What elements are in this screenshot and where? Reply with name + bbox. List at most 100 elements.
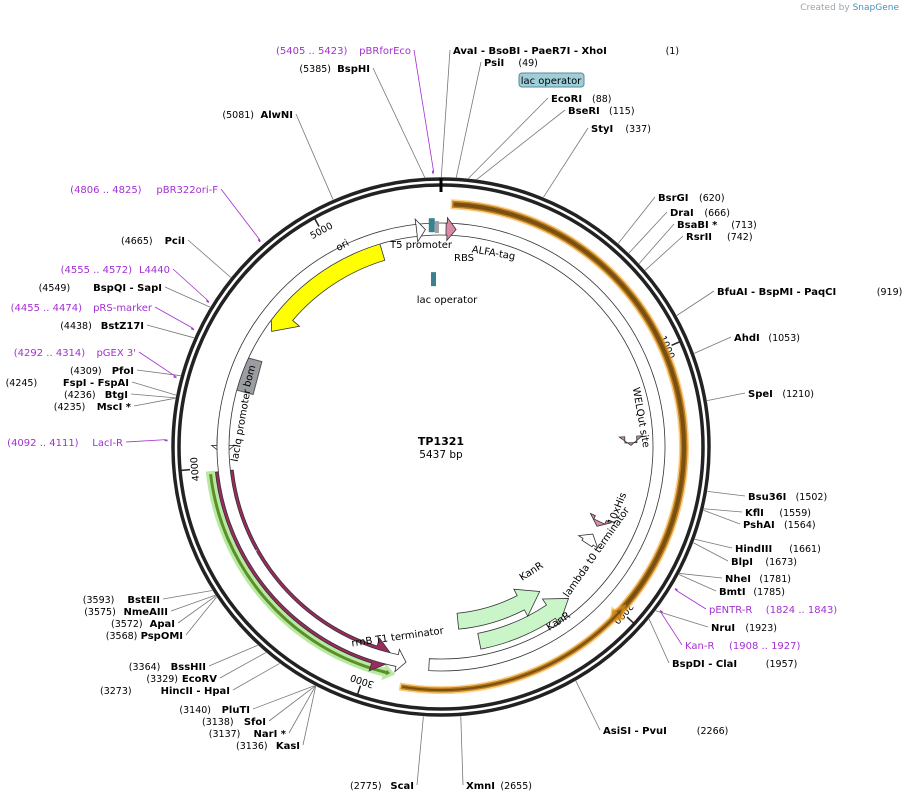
enzyme-site-bsu36i: Bsu36I(1502) <box>748 492 827 503</box>
enzyme-position: (2775) <box>350 781 382 792</box>
enzyme-site-pcii: PciI (4665) <box>121 236 185 247</box>
enzyme-site-sfoi: SfoI(3138) <box>202 717 266 728</box>
enzyme-name: BspDI - ClaI <box>672 659 737 670</box>
enzyme-name: HindIII <box>735 544 772 555</box>
enzyme-name: ScaI <box>390 781 414 792</box>
primer-range: (4292 .. 4314) <box>14 348 86 359</box>
orf-reverse-arrow <box>398 604 627 694</box>
enzyme-leader <box>146 324 195 339</box>
enzyme-leader <box>232 663 280 691</box>
primer-leader <box>220 188 261 241</box>
primer-binding-mark <box>206 299 210 303</box>
enzyme-site-bseri: BseRI(115) <box>568 106 635 117</box>
tick-label-5000: 5000 <box>308 221 334 242</box>
enzyme-site-bspdi-clai: BspDI - ClaI(1957) <box>672 659 797 670</box>
enzyme-position: (4665) <box>121 236 153 247</box>
enzyme-name: FspI - FspAI <box>63 378 129 389</box>
feature-lac-operator-2 <box>431 272 437 287</box>
feature-rbs <box>434 221 439 234</box>
enzyme-leader <box>133 397 176 407</box>
feature-kanr-2 <box>456 588 541 630</box>
primer-range: (4455 .. 4474) <box>11 303 83 314</box>
primer-pgex-3: pGEX 3' (4292 .. 4314) <box>14 348 136 359</box>
primer-range: (4092 .. 4111) <box>7 438 79 449</box>
primer-name: pGEX 3' <box>96 348 136 359</box>
enzyme-name: PluTI <box>222 705 250 716</box>
enzyme-position: (3575) <box>84 607 116 618</box>
enzyme-site-psii: PsiI(49) <box>484 58 538 69</box>
enzyme-position: (3568) <box>106 631 138 642</box>
enzyme-site-nrui: NruI (1923) <box>711 623 777 634</box>
enzyme-position: (3136) <box>236 741 268 752</box>
primer-range: (4806 .. 4825) <box>70 185 142 196</box>
enzyme-position: (666) <box>704 208 730 219</box>
primer-leader <box>675 589 707 610</box>
lac-operator-inner-label: lac operator <box>417 295 478 306</box>
enzyme-site-nhei: NheI(1781) <box>725 574 791 585</box>
plasmid-name: TP1321 <box>418 435 464 448</box>
enzyme-site-ahdi: AhdI(1053) <box>734 333 800 344</box>
enzyme-leader <box>638 223 675 264</box>
enzyme-site-styi: StyI(337) <box>591 124 651 135</box>
enzyme-leader <box>694 336 732 354</box>
enzyme-position: (337) <box>625 124 651 135</box>
enzyme-site-bmti: BmtI (1785) <box>719 587 785 598</box>
enzyme-position: (1785) <box>753 587 785 598</box>
enzyme-position: (620) <box>699 193 725 204</box>
primer-range: (1824 .. 1843) <box>766 605 838 616</box>
enzyme-site-ecorv: EcoRV(3329) <box>146 674 217 685</box>
enzyme-position: (1923) <box>745 623 777 634</box>
enzyme-site-asisi-pvui: AsiSI - PvuI(2266) <box>603 726 728 737</box>
enzyme-site-apai: ApaI(3572) <box>111 619 175 630</box>
enzyme-leader <box>208 644 258 667</box>
enzyme-position: (3329) <box>146 674 178 685</box>
enzyme-name: SpeI <box>748 389 773 400</box>
enzyme-name: BmtI <box>719 587 746 598</box>
enzyme-position: (2655) <box>500 781 532 792</box>
enzyme-position: (3138) <box>202 717 234 728</box>
enzyme-position: (1781) <box>759 574 791 585</box>
enzyme-position: (4309) <box>70 366 102 377</box>
enzyme-position: (3137) <box>209 729 241 740</box>
feature-10xhis <box>589 512 613 527</box>
enzyme-position: (1) <box>666 46 679 57</box>
feature-label-rbs-12: RBS <box>454 253 474 264</box>
enzyme-name: BfuAI - BspMI - PaqCI <box>717 287 836 298</box>
primer-pbrforeco: pBRforEco(5405 .. 5423) <box>276 46 411 57</box>
enzyme-leader <box>440 49 451 178</box>
feature-lambda-t0-terminator <box>577 533 599 549</box>
enzyme-name: AsiSI - PvuI <box>603 726 667 737</box>
enzyme-site-spei: SpeI(1210) <box>748 389 814 400</box>
enzyme-site-bstz17i: BstZ17I(4438) <box>60 321 144 332</box>
enzyme-position: (1673) <box>765 557 797 568</box>
enzyme-name: PciI <box>165 236 185 247</box>
enzyme-site-avai-bsobi-paer7i-xhoi: AvaI - BsoBI - PaeR7I - XhoI(1) <box>453 46 679 57</box>
enzyme-site-bsteii: BstEII(3593) <box>83 595 160 606</box>
enzyme-site-bfuai-bspmi-paqci: BfuAI - BspMI - PaqCI(919) <box>717 287 902 298</box>
enzyme-position: (5385) <box>299 64 331 75</box>
enzyme-position: (1053) <box>768 333 800 344</box>
enzyme-name: PfoI <box>112 366 134 377</box>
enzyme-leader <box>185 596 217 636</box>
primer-range: (1908 .. 1927) <box>729 641 801 652</box>
enzyme-position: (4236) <box>64 390 96 401</box>
enzyme-position: (1559) <box>779 508 811 519</box>
enzyme-name: ApaI <box>150 619 175 630</box>
enzyme-leader <box>219 652 267 679</box>
enzyme-leader <box>130 393 176 399</box>
enzyme-name: BlpI <box>731 557 753 568</box>
enzyme-leader <box>676 290 715 316</box>
enzyme-leader <box>295 113 334 200</box>
enzyme-name: BtgI <box>105 390 128 401</box>
primer-name: pRS-marker <box>93 303 153 314</box>
enzyme-site-drai: DraI(666) <box>670 208 730 219</box>
enzyme-site-pspomi: PspOMI(3568) <box>106 631 183 642</box>
primer-name: pBR322ori-F <box>156 185 218 196</box>
enzyme-site-alwni: AlwNI(5081) <box>222 110 293 121</box>
enzyme-site-scai: ScaI (2775) <box>350 781 414 792</box>
leader-lines <box>125 49 746 786</box>
enzyme-position: (1502) <box>796 492 828 503</box>
enzyme-leader <box>468 97 549 179</box>
enzyme-name: NruI <box>711 623 735 634</box>
